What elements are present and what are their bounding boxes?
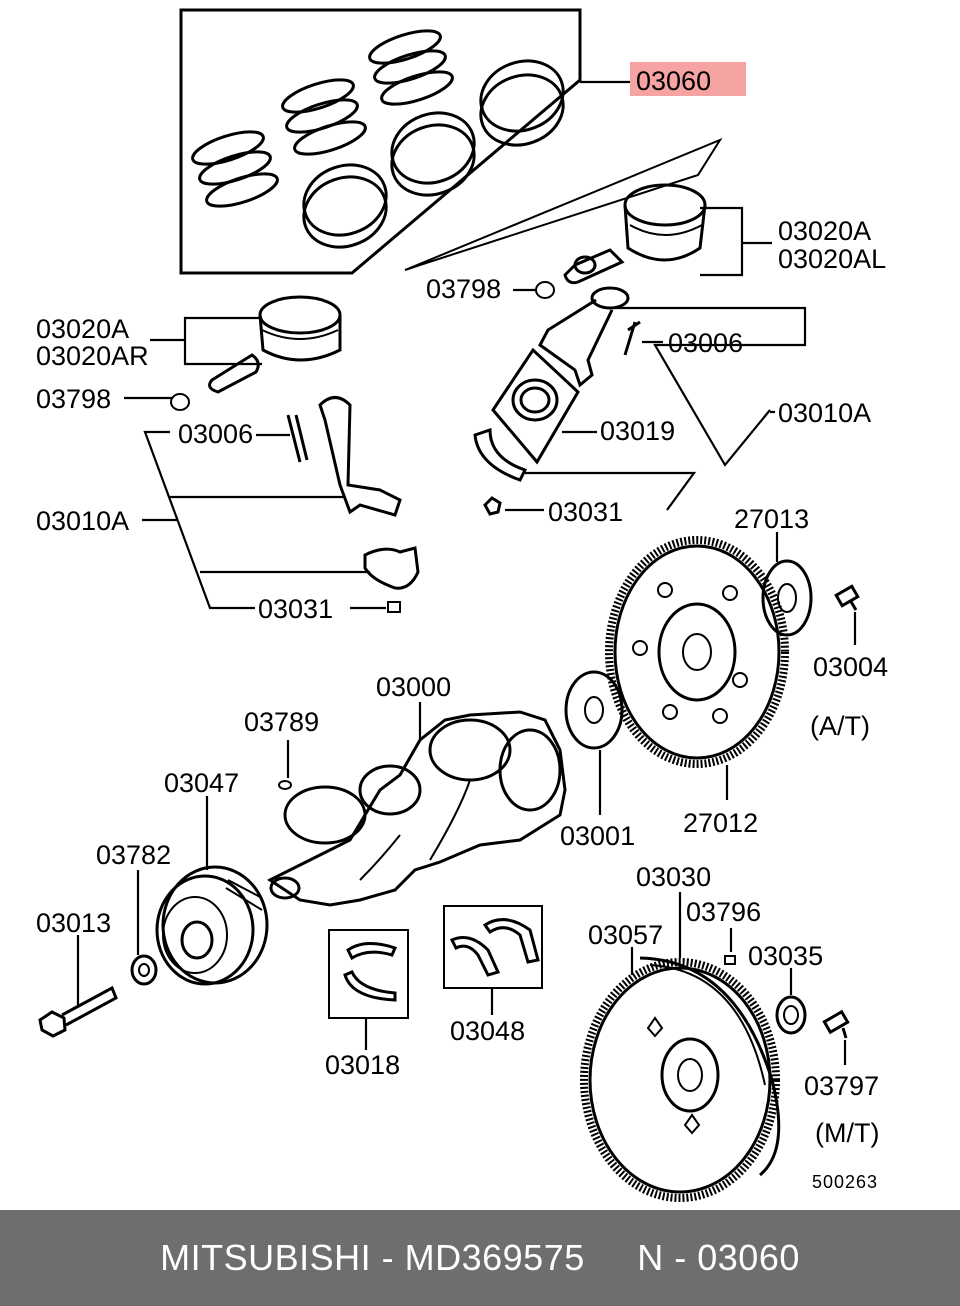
connecting-rod-left[interactable] bbox=[286, 396, 420, 613]
engine-parts-diagram: 03060 03020A 03020AL 03798 03006 03019 0… bbox=[36, 8, 888, 1202]
label-27013: 27013 bbox=[734, 504, 809, 534]
label-03018: 03018 bbox=[325, 1050, 400, 1080]
label-03006-left: 03006 bbox=[178, 419, 253, 449]
part-number-caption: MITSUBISHI - MD369575 N - 03060 bbox=[160, 1237, 800, 1278]
crank-sensor-plate-03001[interactable] bbox=[564, 670, 624, 750]
bolt-03013[interactable] bbox=[38, 985, 118, 1038]
label-03020AR: 03020AR bbox=[36, 341, 149, 371]
label-03796: 03796 bbox=[686, 897, 761, 927]
flywheel-mt[interactable] bbox=[580, 956, 781, 1202]
bearing-box-03018 bbox=[328, 929, 409, 1019]
footer-bar: MITSUBISHI - MD369575 N - 03060 bbox=[0, 1210, 960, 1306]
label-03798-left: 03798 bbox=[36, 384, 111, 414]
thrust-washer-03048[interactable] bbox=[449, 918, 540, 977]
damper-pulley-03047[interactable] bbox=[155, 865, 269, 986]
label-03030: 03030 bbox=[636, 862, 711, 892]
label-03798-right: 03798 bbox=[426, 274, 501, 304]
bolt-03004[interactable] bbox=[834, 584, 860, 611]
piston-right[interactable] bbox=[535, 183, 707, 299]
label-03020AL: 03020AL bbox=[778, 244, 886, 274]
label-mt: (M/T) bbox=[815, 1118, 879, 1148]
label-03048: 03048 bbox=[450, 1016, 525, 1046]
label-03031-left: 03031 bbox=[258, 594, 333, 624]
drive-plate-at[interactable] bbox=[605, 536, 789, 768]
adapter-plate-27013[interactable] bbox=[761, 559, 813, 637]
label-27012: 27012 bbox=[683, 808, 758, 838]
label-03019: 03019 bbox=[600, 416, 675, 446]
label-at: (A/T) bbox=[810, 711, 870, 741]
label-03004: 03004 bbox=[813, 652, 888, 682]
label-03060: 03060 bbox=[636, 66, 711, 96]
label-03001: 03001 bbox=[560, 821, 635, 851]
label-03031-right: 03031 bbox=[548, 497, 623, 527]
label-03782: 03782 bbox=[96, 840, 171, 870]
label-03789: 03789 bbox=[244, 707, 319, 737]
woodruff-key-03789[interactable] bbox=[278, 780, 292, 790]
washer-03782[interactable] bbox=[130, 954, 158, 986]
label-03010A-left: 03010A bbox=[36, 506, 129, 536]
piston-ring-set[interactable] bbox=[179, 8, 582, 275]
highlight-box bbox=[630, 62, 746, 96]
crankshaft[interactable] bbox=[267, 710, 567, 907]
label-03047: 03047 bbox=[164, 768, 239, 798]
label-03010A-right: 03010A bbox=[778, 398, 871, 428]
label-03020A-right: 03020A bbox=[778, 216, 871, 246]
main-bearing-03018[interactable] bbox=[343, 942, 398, 1002]
pilot-bearing-03035[interactable] bbox=[775, 995, 807, 1035]
label-03035: 03035 bbox=[748, 941, 823, 971]
label-03797: 03797 bbox=[804, 1071, 879, 1101]
label-03006-right: 03006 bbox=[668, 328, 743, 358]
label-03013: 03013 bbox=[36, 908, 111, 938]
bolt-03797[interactable] bbox=[822, 1009, 850, 1039]
label-03057: 03057 bbox=[588, 920, 663, 950]
diagram-number: 500263 bbox=[812, 1172, 878, 1192]
connecting-rod-right[interactable] bbox=[473, 286, 641, 516]
label-03000: 03000 bbox=[376, 672, 451, 702]
label-03020A-left: 03020A bbox=[36, 314, 129, 344]
piston-left[interactable] bbox=[170, 295, 342, 411]
dowel-pin-03796[interactable] bbox=[724, 955, 736, 965]
